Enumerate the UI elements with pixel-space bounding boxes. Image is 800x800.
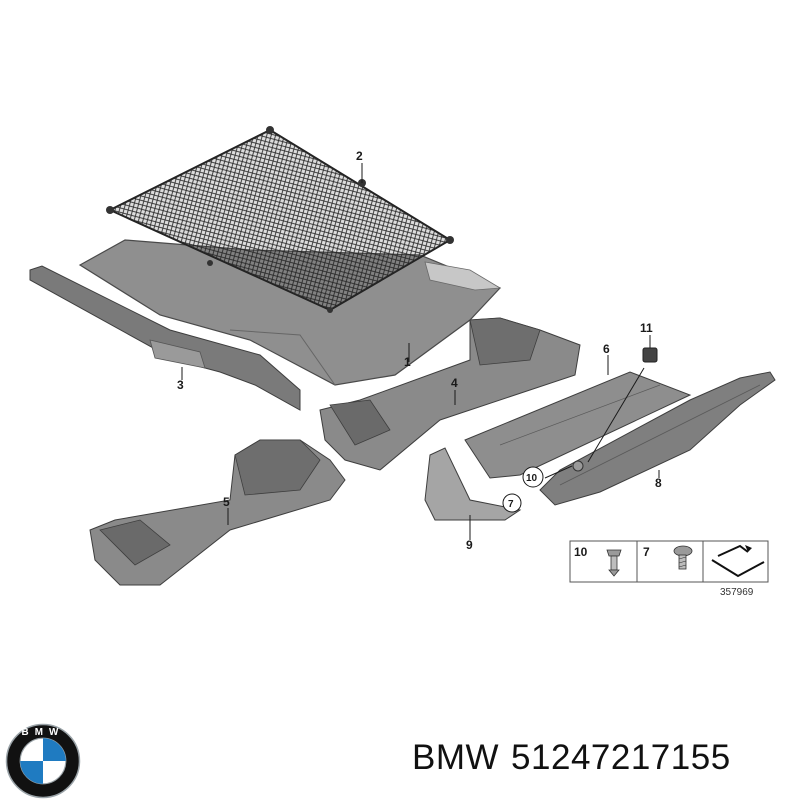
svg-text:BMW: BMW	[22, 727, 65, 738]
clip-part	[642, 347, 658, 363]
expanding-rivet	[572, 460, 584, 472]
expanding-rivet-icon	[606, 549, 622, 577]
loading-sill-trim	[539, 371, 776, 506]
callout-11: 11	[640, 321, 653, 335]
legend-item-10-number: 10	[574, 545, 588, 559]
trunk-floor-mat	[78, 239, 502, 386]
callout-2: 2	[356, 149, 363, 163]
left-storage-tray	[89, 439, 346, 586]
cargo-net	[106, 126, 454, 313]
legend-item-7-number: 7	[643, 545, 650, 559]
cover-panel	[464, 371, 692, 479]
brand-name: BMW	[412, 738, 500, 777]
diagram-id: 357969	[720, 587, 754, 598]
screw-icon	[673, 545, 693, 570]
bmw-logo: BMW	[5, 723, 81, 799]
callout-1: 1	[404, 355, 411, 369]
right-storage-tray	[319, 317, 581, 471]
callout-5: 5	[223, 495, 230, 509]
callout-labels: 1 2 3 4 5 6 8 9 11 7 10	[177, 149, 662, 552]
callout-8: 8	[655, 476, 662, 490]
callout-4: 4	[451, 376, 458, 390]
part-caption: BMW 51247217155	[412, 738, 731, 778]
callout-10: 10	[526, 473, 538, 484]
callout-6: 6	[603, 342, 610, 356]
callout-7: 7	[508, 499, 514, 510]
part-number: 51247217155	[511, 738, 731, 777]
installation-arrow-icon	[711, 544, 765, 578]
leader-lines	[181, 163, 660, 540]
bracket	[424, 447, 522, 521]
callout-3: 3	[177, 378, 184, 392]
side-trim-strip	[29, 265, 301, 411]
callout-9: 9	[466, 538, 473, 552]
legend-box: 10 7 357969	[569, 540, 769, 598]
